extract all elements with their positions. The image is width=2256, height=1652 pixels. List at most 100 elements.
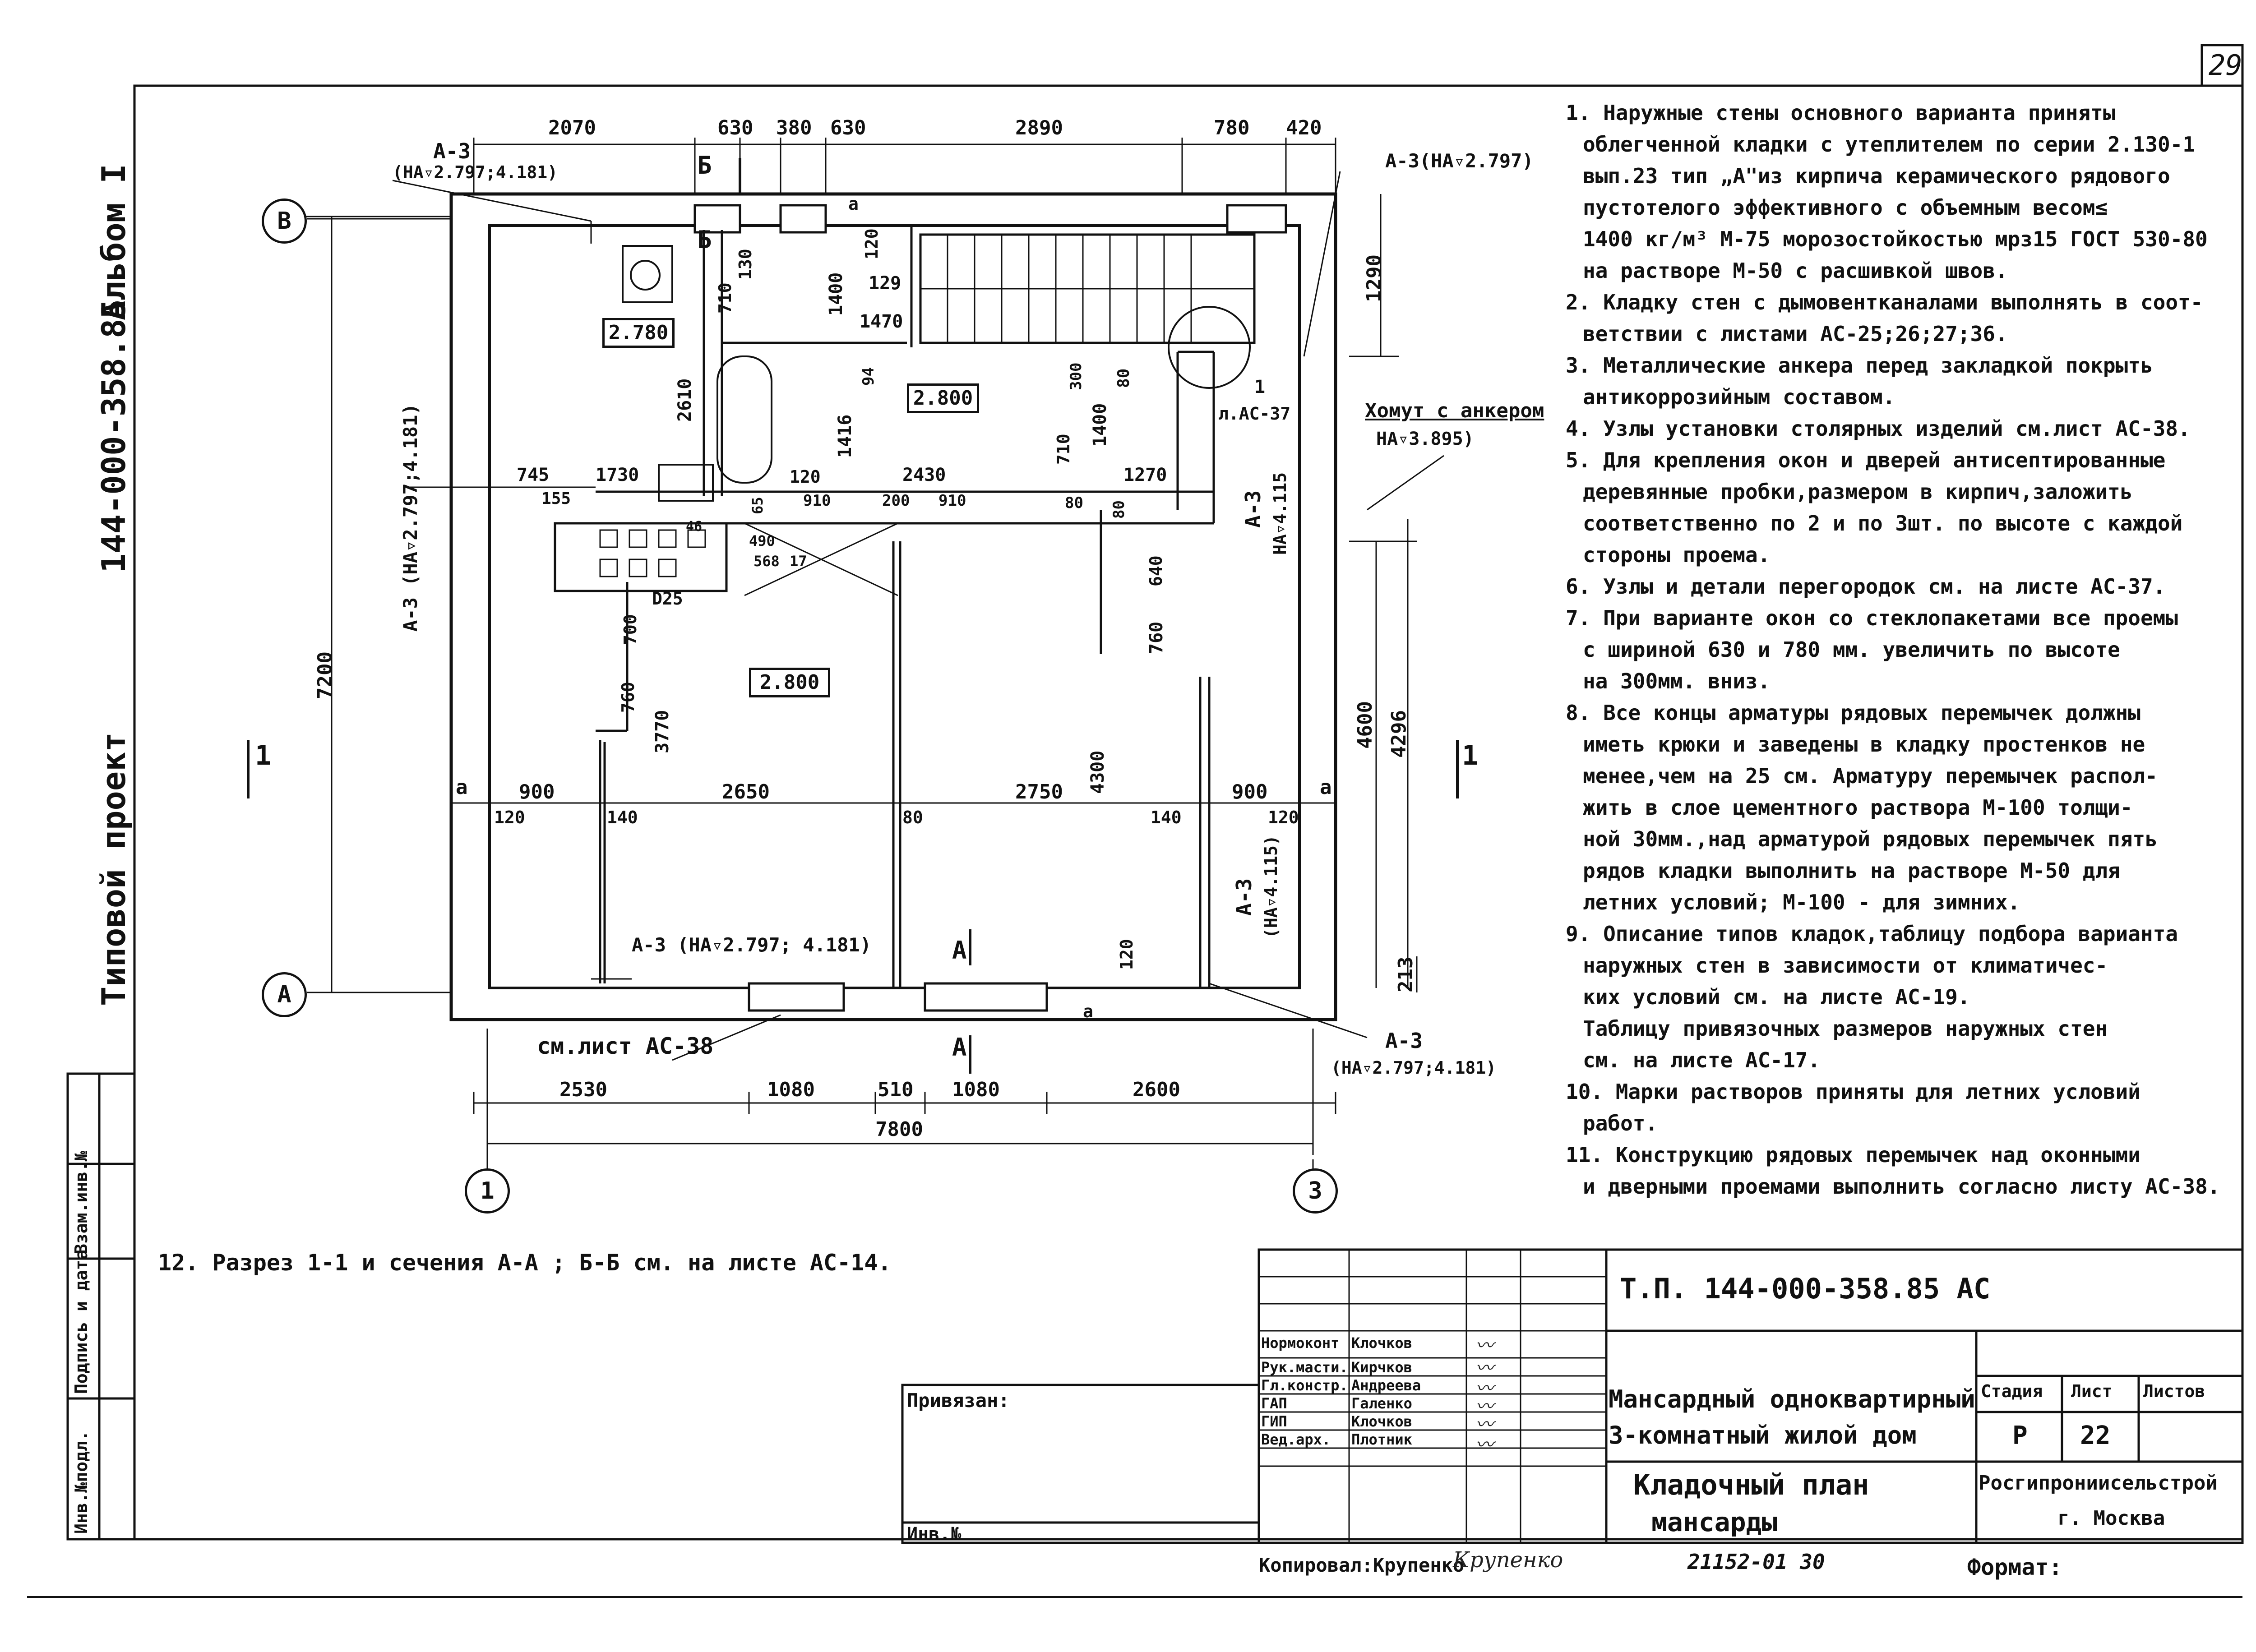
bottom-dim: 2600 [1133,1078,1180,1101]
note-line: Таблицу привязочных размеров наружных ст… [1583,1016,2108,1041]
callout-a3-top-left-sub: (НА▿2.797;4.181) [393,162,558,182]
inner-dim: a [1320,776,1332,799]
signature: 〰 [1475,1435,1493,1455]
room-level-mark: 2.800 [749,668,830,697]
inner-dim: 1400 [826,272,846,316]
section-mark-a: А [952,1033,967,1061]
inner-dim: 568 [754,553,780,570]
note-12: 12. Разрез 1-1 и сечения А-А ; Б-Б см. н… [158,1250,892,1276]
inner-dim: 129 [869,273,901,294]
inner-dim: 120 [1117,939,1137,970]
callout-a3-right-vert: А-3 [1241,490,1265,528]
role-label: Гл.констр. [1261,1377,1348,1394]
inner-dim: 640 [1146,555,1166,586]
note-line: на растворе М-50 с расшивкой швов. [1583,258,2008,283]
person-name: Андреева [1351,1377,1421,1394]
sheet-number: 29 [2209,49,2242,82]
inner-dim: 1470 [860,311,903,332]
chimney-block [554,522,728,592]
inner-dim: 130 [735,249,755,280]
stage-value: Р [2012,1421,2028,1450]
inner-dim: 1400 [1090,403,1110,447]
note-line: ких условий см. на листе АС-19. [1583,985,1970,1009]
note-line: 3. Металлические анкера перед закладкой … [1566,353,2153,378]
inner-dim: 490 [749,532,775,549]
role-label: Вед.арх. [1261,1431,1331,1448]
stage-header: Стадия [1981,1381,2043,1401]
inner-dim: 2650 [722,780,770,803]
callout-a3-bottom-right-sub: (НА▿2.797;4.181) [1331,1058,1497,1078]
sheets-header: Листов [2143,1381,2205,1401]
inner-dim: 900 [519,780,555,803]
signature: 〰 [1475,1335,1493,1356]
axis-bubble-1: 1 [465,1168,510,1214]
inner-dim: 3770 [652,710,673,753]
note-line: стороны проема. [1583,543,1771,567]
inner-dim: 2750 [1015,780,1063,803]
signature: 〰 [1475,1358,1493,1379]
note-line: 5. Для крепления окон и дверей антисепти… [1566,448,2166,472]
inner-dim: 140 [1151,808,1182,827]
format-label: Формат: [1967,1554,2062,1580]
inner-dim: 46 [686,519,703,535]
stamp-inv-orig: Инв.№подл. [71,1431,91,1534]
right-dim: 4296 [1387,710,1410,758]
inner-dim: 745 [517,465,550,485]
sheet-value: 22 [2080,1421,2111,1450]
inner-dim: 140 [607,808,638,827]
note-line: на 300мм. вниз. [1583,669,1771,693]
drawing-title-line2: мансарды [1651,1507,1778,1537]
inner-dim: a [848,194,859,214]
note-line: соответственно по 2 и по 3шт. по высоте … [1583,511,2183,535]
inv-label: Инв.№ [907,1524,962,1545]
inner-dim: 1270 [1123,465,1167,485]
inner-dim: 94 [860,367,878,386]
inner-dim: 910 [803,492,831,510]
callout-clamp: Хомут с анкером [1365,399,1544,422]
person-name: Клочков [1351,1413,1412,1430]
axis-bubble-A: А [262,972,307,1017]
inner-dim: 155 [541,489,571,508]
note-line: 9. Описание типов кладок,таблицу подбора… [1566,922,2178,946]
note-line: с шириной 630 и 780 мм. увеличить по выс… [1583,637,2120,662]
inner-dim: D25 [652,589,683,609]
inner-dim: 760 [618,682,638,713]
project-name-line1: Мансардный одноквартирный [1609,1385,1975,1413]
callout-a3-bottom-right-vert-sub: (НА▿4.115) [1261,835,1281,938]
axis-bubble-B: В [262,198,307,244]
note-line: и дверными проемами выполнить согласно л… [1583,1174,2220,1199]
inner-dim: 2430 [902,465,946,485]
sheet-header: Лист [2071,1381,2113,1401]
note-line: иметь крюки и заведены в кладку простенк… [1583,732,2145,757]
project-label: Типовой проект [95,732,133,1006]
bottom-dim: 1080 [952,1078,1000,1101]
role-label: ГАП [1261,1395,1287,1412]
note-line: деревянные пробки,размером в кирпич,зало… [1583,480,2133,504]
note-line: 6. Узлы и детали перегородок см. на лист… [1566,574,2166,599]
person-name: Клочков [1351,1334,1412,1352]
inner-dim: 80 [1065,494,1083,512]
top-dim: 630 [717,116,754,139]
note-line: 2. Кладку стен с дымовентканалами выполн… [1566,290,2203,314]
note-line: работ. [1583,1111,1658,1135]
top-dim: 2890 [1015,116,1063,139]
note-line: пустотелого эффективного с объемным весо… [1583,195,2108,220]
inner-dim: 120 [494,808,525,827]
outer-wall [449,192,1337,1021]
section-mark-1: 1 [255,740,272,771]
inner-dim: 80 [902,808,923,827]
left-stamp [66,1072,136,1541]
inner-dim: 900 [1232,780,1268,803]
note-line: жить в слое цементного раствора М-100 то… [1583,795,2133,820]
inner-dim: 120 [790,467,821,487]
axis-bubble-3: 3 [1293,1168,1338,1214]
note-line: 8. Все концы арматуры рядовых перемычек … [1566,701,2140,725]
section-mark-b: Б [697,151,712,180]
note-line: облегченной кладки с утеплителем по сери… [1583,132,2196,157]
sheet-frame [133,84,2244,1541]
inner-dim: a [1083,1001,1093,1021]
top-dim: 420 [1286,116,1322,139]
sheet-number-box [2201,44,2244,87]
project-name-line2: 3-комнатный жилой дом [1609,1421,1917,1449]
note-line: летних условий; М-100 - для зимних. [1583,890,2020,914]
